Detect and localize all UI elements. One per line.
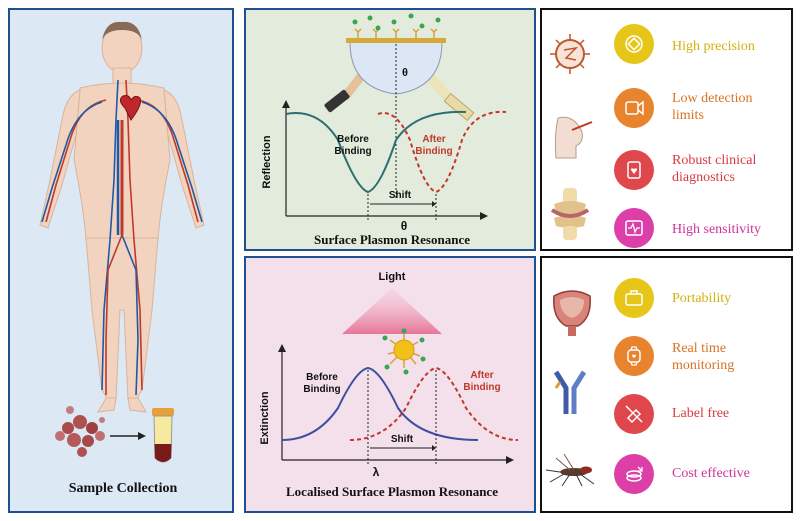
high-precision-icon bbox=[614, 24, 654, 64]
cost-effective-icon bbox=[614, 454, 654, 494]
features-bottom-panel: Portability Real time monitoring Label f… bbox=[540, 256, 793, 513]
feature-label-cost-effective: Cost effective bbox=[672, 466, 750, 481]
x-axis-label: θ bbox=[401, 219, 408, 233]
spr-title: Surface Plasmon Resonance bbox=[314, 232, 470, 247]
lspr-title: Localised Surface Plasmon Resonance bbox=[286, 484, 498, 499]
bladder-icon bbox=[553, 290, 591, 336]
nanoparticle-icon bbox=[382, 328, 426, 375]
detector bbox=[443, 92, 475, 122]
x-axis-label: λ bbox=[373, 465, 380, 479]
sample-tube-icon bbox=[152, 408, 174, 463]
virus-icon bbox=[550, 34, 590, 74]
before-binding-label-line1: Before bbox=[337, 134, 369, 145]
spr-diagram: θ Reflection θ Before Binding After Bind… bbox=[261, 13, 507, 247]
before-binding-curve bbox=[281, 366, 479, 441]
angle-label: θ bbox=[402, 67, 408, 79]
high-sensitivity-icon bbox=[614, 208, 654, 248]
features-top-panel: High precision Low detection limits Robu… bbox=[540, 8, 793, 251]
mosquito-icon bbox=[545, 453, 595, 487]
feature-label-portability: Portability bbox=[672, 291, 732, 306]
feature-label-label-free: Label free bbox=[672, 406, 730, 421]
low-detection-limits-icon bbox=[614, 88, 654, 128]
y-axis-label: Extinction bbox=[259, 391, 271, 444]
label-free-icon bbox=[614, 394, 654, 434]
feature-label-robust-clinical-diagnostics: Robust clinical diagnostics bbox=[672, 153, 757, 185]
side-icons bbox=[545, 290, 595, 487]
before-binding-label-line2: Binding bbox=[303, 384, 340, 395]
after-binding-label-line2: Binding bbox=[463, 382, 500, 393]
light-cone bbox=[342, 288, 442, 334]
nasal-swab-icon bbox=[554, 116, 593, 159]
sensor-chip bbox=[346, 38, 446, 43]
light-label: Light bbox=[379, 271, 406, 283]
laser-source bbox=[324, 89, 350, 113]
after-binding-curve bbox=[349, 366, 519, 441]
robust-clinical-diagnostics-icon bbox=[614, 150, 654, 190]
portability-icon bbox=[614, 278, 654, 318]
feature-label-low-detection-limits: Low detection limits bbox=[672, 91, 753, 123]
lspr-diagram: Light Extinction λ Before bbox=[259, 271, 519, 499]
feature-label-high-precision: High precision bbox=[672, 39, 755, 54]
real-time-monitoring-icon bbox=[614, 336, 654, 376]
feature-label-high-sensitivity: High sensitivity bbox=[672, 222, 762, 237]
blood-cells-icon bbox=[55, 406, 105, 457]
lspr-panel: Light Extinction λ Before bbox=[244, 256, 536, 513]
before-binding-label-line2: Binding bbox=[334, 146, 371, 157]
sample-collection-panel: Sample Collection bbox=[8, 8, 234, 513]
joint-icon bbox=[550, 188, 590, 240]
shift-label: Shift bbox=[391, 434, 414, 445]
human-body-illustration: Sample Collection bbox=[39, 21, 205, 496]
side-icons bbox=[550, 34, 593, 240]
shift-label: Shift bbox=[389, 190, 412, 201]
sample-collection-title: Sample Collection bbox=[69, 481, 178, 496]
after-binding-label-line1: After bbox=[422, 134, 445, 145]
y-axis-label: Reflection bbox=[261, 135, 273, 188]
after-binding-label-line2: Binding bbox=[415, 146, 452, 157]
arrow-icon bbox=[110, 432, 146, 440]
after-binding-label-line1: After bbox=[470, 370, 493, 381]
before-binding-curve bbox=[285, 110, 467, 194]
antibody-icon bbox=[553, 370, 587, 414]
before-binding-label-line1: Before bbox=[306, 372, 338, 383]
spr-panel: θ Reflection θ Before Binding After Bind… bbox=[244, 8, 536, 251]
feature-label-real-time-monitoring: Real time monitoring bbox=[672, 341, 735, 373]
